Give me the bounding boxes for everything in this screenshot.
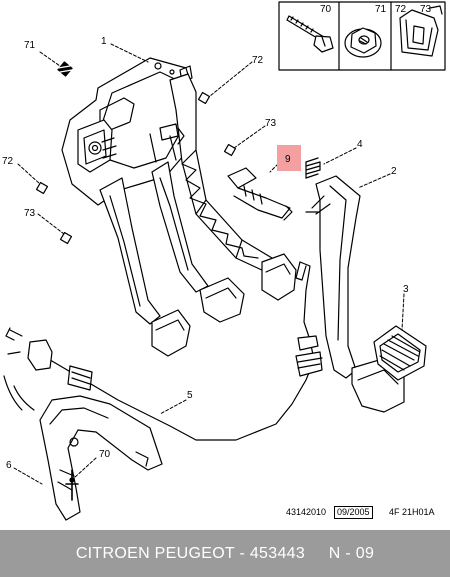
callout-4: 4: [357, 139, 363, 150]
highlight-box-9: [277, 145, 301, 171]
bolt-icon: [286, 15, 334, 53]
callout-labels: 70 71 72 73 1 71 72 73 9 4 2 72 73 3 5 6…: [2, 4, 432, 471]
reference-date: 09/2005: [334, 506, 373, 519]
inset-label-73: 73: [420, 4, 432, 15]
spring-clip-icon: [399, 5, 443, 57]
return-spring: [305, 157, 321, 179]
callout-73-left: 73: [24, 208, 36, 219]
brake-pedal: [151, 161, 245, 323]
callout-5: 5: [187, 390, 193, 401]
square-markers: [35, 91, 237, 245]
callout-71: 71: [24, 40, 36, 51]
inset-label-70: 70: [320, 4, 332, 15]
clutch-cable: [3, 261, 323, 441]
leader-lines: [13, 43, 405, 485]
footer-gap: [305, 545, 329, 562]
callout-3: 3: [403, 284, 409, 295]
callout-6: 6: [6, 460, 12, 471]
footer-text: CITROEN PEUGEOT - 453443 N - 09: [76, 545, 374, 563]
footer-brand: CITROEN PEUGEOT: [75, 544, 235, 562]
bracket-bolt: [65, 469, 79, 501]
flange-nut-icon: [344, 27, 382, 58]
callout-2: 2: [391, 166, 397, 177]
stop-light-switch: [227, 167, 293, 221]
callout-72-top: 72: [252, 55, 264, 66]
footer-bar: CITROEN PEUGEOT - 453443 N - 09: [0, 530, 450, 577]
callout-1: 1: [101, 36, 107, 47]
inset-label-72: 72: [395, 4, 407, 15]
reference-code: 43142010: [286, 507, 327, 517]
footer-position: N - 09: [328, 544, 375, 562]
clip-marker-71: [57, 61, 73, 77]
callout-70: 70: [99, 449, 111, 460]
callout-72-left: 72: [2, 156, 14, 167]
callout-73-mid: 73: [265, 118, 277, 129]
footer-part-number: 453443: [249, 544, 306, 562]
cable-bracket: [39, 395, 163, 521]
inset-label-71: 71: [375, 4, 387, 15]
callout-9: 9: [285, 154, 291, 165]
hanging-pedal: [305, 175, 405, 413]
pedal-rubber-pad: [373, 325, 427, 381]
clutch-pedal: [99, 177, 191, 357]
pedal-assembly-diagram: 70 71 72 73 1 71 72 73 9 4 2 72 73 3 5 6…: [2, 1, 446, 521]
fastener-inset: [278, 1, 446, 71]
footer-separator: -: [234, 544, 250, 562]
reference-doc: 4F 21H01A: [389, 507, 435, 517]
pedal-arm-lattice: [169, 73, 297, 301]
